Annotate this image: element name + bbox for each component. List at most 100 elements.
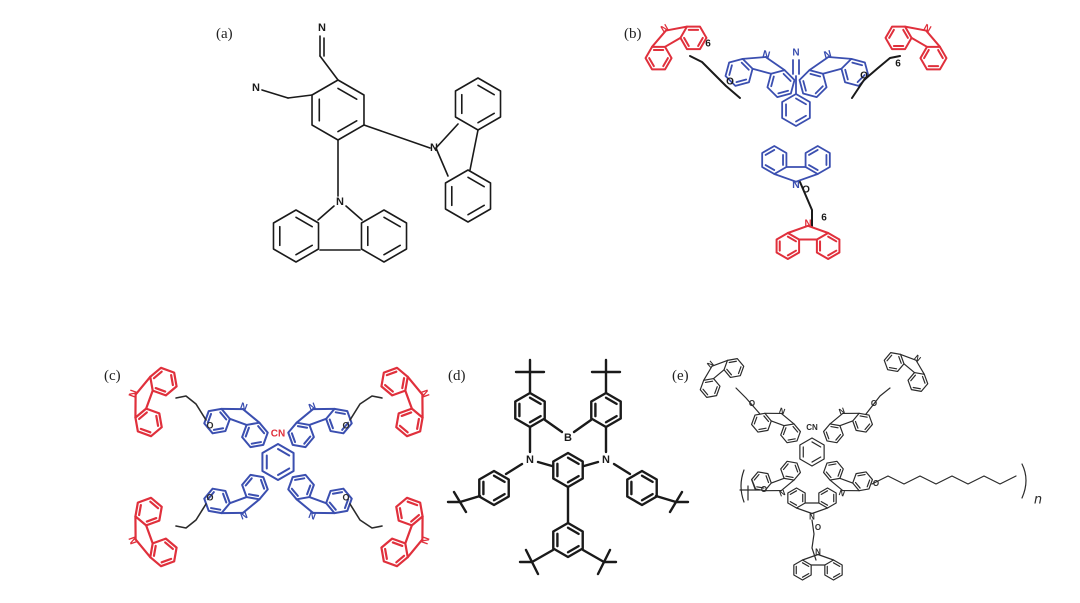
atom-n: N	[252, 82, 260, 94]
carbazole-ring: N	[750, 406, 802, 444]
atom-n: N	[838, 406, 847, 417]
atom-o: O	[871, 399, 877, 408]
benzene-ring	[919, 45, 948, 71]
atom-o: O	[206, 492, 213, 502]
benzene-ring	[766, 69, 796, 99]
atom-n: N	[823, 48, 833, 62]
benzene-ring	[883, 352, 905, 373]
carbazole-ring: N	[883, 352, 929, 392]
panel-label-d: (d)	[448, 368, 466, 384]
carbazole-ring: N	[798, 48, 870, 99]
carbazole-ring: N	[203, 401, 269, 449]
structure-b-core: N N N N	[724, 48, 870, 190]
atom-o: O	[802, 185, 810, 196]
carbazole-ring: N	[127, 366, 178, 438]
structure-c-linkers: O O O O	[175, 395, 383, 529]
carbazole-ring: N	[775, 218, 841, 260]
benzene-ring	[787, 487, 806, 509]
atom-n: N	[526, 454, 534, 466]
benzene-ring	[514, 391, 546, 429]
repeat-unit-n: n	[1034, 491, 1042, 507]
cn-label: CN	[806, 423, 818, 432]
atom-o: O	[873, 479, 879, 488]
benzene-ring	[818, 487, 837, 509]
atom-n: N	[307, 508, 317, 521]
atom-n: N	[921, 22, 933, 35]
carbazole-ring: N	[750, 460, 802, 498]
chain-length: 6	[821, 213, 827, 224]
carbazole-ring: N	[822, 406, 874, 444]
atom-n: N	[238, 401, 248, 414]
carbazole-ring: N	[203, 473, 269, 521]
atom-o: O	[206, 420, 213, 430]
carbazole-ring: N	[287, 401, 353, 449]
benzene-ring	[781, 93, 811, 127]
benzene-ring	[478, 469, 510, 507]
carbazole-ring: N	[127, 496, 178, 568]
structure-c-terminals: N N N N	[127, 366, 432, 568]
atom-n: N	[418, 535, 432, 546]
benzene-ring	[699, 377, 721, 398]
benzene-ring	[798, 69, 828, 99]
atom-o: O	[761, 485, 767, 494]
carbazole-ring: N	[699, 358, 745, 398]
benzene-ring	[799, 437, 825, 467]
atom-n: N	[659, 22, 671, 35]
atom-n: N	[127, 535, 141, 546]
benzene-ring	[552, 451, 584, 489]
atom-o: O	[860, 71, 868, 82]
benzene-ring	[761, 145, 788, 175]
carbazole-ring: N	[884, 22, 948, 71]
carbazole-ring: N	[822, 460, 874, 499]
atom-n: N	[238, 508, 248, 521]
bracket-right	[1021, 463, 1027, 499]
carbazole-ring: N	[761, 145, 831, 190]
atom-n: N	[837, 488, 846, 499]
benzene-ring	[552, 521, 584, 559]
chain-length: 6	[895, 59, 901, 70]
panel-label-b: (b)	[624, 26, 642, 42]
atom-n: N	[804, 218, 811, 229]
benzene-ring	[793, 559, 812, 581]
atom-o: O	[342, 420, 349, 430]
carbazole-ring: N	[644, 22, 708, 71]
benzene-ring	[852, 471, 874, 492]
atom-n: N	[809, 511, 815, 520]
atom-n: N	[602, 454, 610, 466]
benzene-ring	[644, 45, 673, 71]
atom-n: N	[761, 48, 771, 62]
carbazole-ring: N	[380, 496, 432, 568]
chain-length: 6	[705, 39, 711, 50]
carbazole-ring: N	[380, 366, 432, 438]
atom-o: O	[726, 77, 734, 88]
atom-n: N	[792, 48, 799, 59]
benzene-ring	[590, 391, 622, 429]
benzene-ring	[360, 209, 408, 263]
benzene-ring	[775, 232, 801, 260]
panel-label-a: (a)	[216, 26, 233, 42]
atom-n: N	[127, 388, 141, 399]
benzene-ring	[272, 209, 320, 263]
atom-n: N	[430, 142, 438, 154]
benzene-ring	[884, 25, 913, 51]
benzene-ring	[444, 169, 492, 223]
benzene-ring	[824, 559, 843, 581]
atom-n: N	[778, 406, 787, 417]
atom-n: N	[418, 388, 432, 399]
benzene-ring	[261, 443, 295, 481]
carbazole-ring: N	[724, 48, 796, 99]
structure-b-terminals: N N N	[644, 22, 948, 260]
benzene-ring	[804, 145, 831, 175]
benzene-ring	[454, 77, 502, 131]
benzene-ring	[311, 79, 365, 141]
carbazole-ring: N	[287, 473, 353, 521]
atom-n: N	[792, 178, 800, 190]
atom-o: O	[342, 492, 349, 502]
atom-o: O	[749, 399, 755, 408]
